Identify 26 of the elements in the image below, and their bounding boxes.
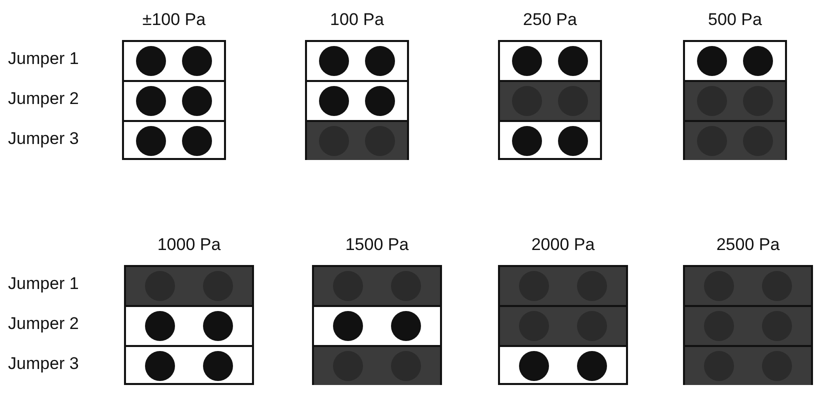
pressure-range-heading: 500 Pa (708, 10, 762, 29)
jumper-cap (500, 305, 626, 345)
pressure-range-heading: ±100 Pa (142, 10, 206, 29)
row-label: Jumper 1 (8, 49, 79, 69)
pressure-range-heading: 1000 Pa (157, 235, 221, 254)
row-label: Jumper 2 (8, 314, 79, 334)
pressure-range-heading: 100 Pa (330, 10, 384, 29)
row-label: Jumper 1 (8, 274, 79, 294)
jumper-cap (685, 267, 811, 305)
jumper-cap (685, 345, 811, 385)
jumper-cap (314, 267, 440, 305)
jumper-cap (500, 80, 600, 120)
pressure-range-heading: 2000 Pa (531, 235, 595, 254)
jumper-cap (314, 345, 440, 385)
pressure-range-heading: 250 Pa (523, 10, 577, 29)
row-label: Jumper 3 (8, 354, 79, 374)
jumper-cap (685, 120, 785, 160)
jumper-cap (307, 120, 407, 160)
jumper-cap (685, 80, 785, 120)
row-label: Jumper 3 (8, 129, 79, 149)
jumper-cap (126, 267, 252, 305)
row-label: Jumper 2 (8, 89, 79, 109)
pressure-range-heading: 1500 Pa (345, 235, 409, 254)
jumper-cap (500, 267, 626, 305)
pressure-range-heading: 2500 Pa (716, 235, 780, 254)
jumper-cap (685, 305, 811, 345)
